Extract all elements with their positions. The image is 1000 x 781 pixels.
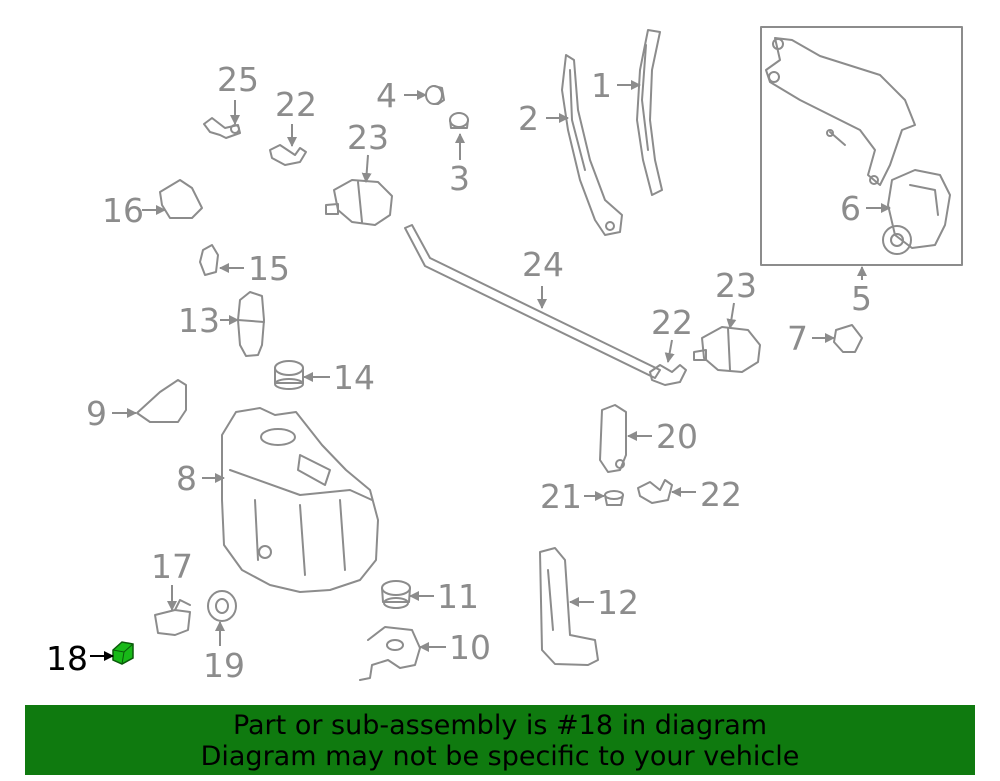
- callout-22-middle: 22: [651, 303, 693, 342]
- leader-22b: [664, 339, 675, 363]
- banner-line-1: Part or sub-assembly is #18 in diagram: [232, 710, 768, 741]
- callout-20: 20: [656, 417, 698, 456]
- part-12-bracket-plate: [539, 547, 599, 666]
- callout-23-left: 23: [347, 118, 389, 157]
- part-13-pump: [237, 291, 265, 357]
- notice-banner: Part or sub-assembly is #18 in diagram D…: [25, 705, 975, 775]
- callout-18-highlighted: 18: [46, 639, 88, 678]
- callout-10: 10: [449, 628, 491, 667]
- part-2-wiper-arm: [561, 54, 623, 236]
- callout-25: 25: [217, 60, 259, 99]
- callout-24: 24: [522, 245, 564, 284]
- part-23-nozzle-left: [325, 179, 393, 226]
- callout-8: 8: [176, 459, 197, 498]
- callout-14: 14: [333, 358, 375, 397]
- callout-16: 16: [102, 191, 144, 230]
- part-10-bracket: [359, 626, 421, 681]
- part-15-sensor: [199, 244, 219, 276]
- callout-4: 4: [376, 76, 397, 115]
- part-8-washer-reservoir: [221, 407, 379, 593]
- callout-12: 12: [597, 583, 639, 622]
- part-22-hose-middle: [649, 364, 687, 386]
- part-6-wiper-motor: [882, 169, 951, 255]
- part-4-nut: [425, 85, 445, 105]
- part-18-highlighted: [112, 641, 134, 665]
- callout-19: 19: [203, 646, 245, 685]
- callout-11: 11: [437, 577, 479, 616]
- callout-7: 7: [787, 319, 808, 358]
- callout-22-lower: 22: [700, 475, 742, 514]
- part-21-plug: [604, 490, 624, 506]
- callout-6: 6: [840, 189, 861, 228]
- callout-2: 2: [518, 99, 539, 138]
- callout-22-upper: 22: [275, 85, 317, 124]
- leader-23a: [361, 154, 372, 183]
- part-5-wiper-linkage-box: [760, 26, 963, 266]
- part-23-nozzle-right: [693, 326, 761, 373]
- part-14-seal: [274, 360, 304, 390]
- callout-1: 1: [591, 66, 612, 105]
- part-22-hose-lower: [637, 479, 673, 504]
- part-9-cover: [136, 379, 187, 423]
- callout-17: 17: [151, 547, 193, 586]
- callout-15: 15: [248, 249, 290, 288]
- leader-23b: [726, 302, 737, 329]
- callout-3: 3: [449, 159, 470, 198]
- part-7-clip: [833, 324, 863, 353]
- part-16-shield: [159, 179, 203, 219]
- callout-23-right: 23: [715, 266, 757, 305]
- part-19-grommet: [207, 590, 237, 622]
- part-1-wiper-blade: [636, 29, 663, 196]
- part-3-cap: [449, 112, 469, 129]
- part-22-hose-upper: [269, 144, 307, 166]
- part-11-grommet: [381, 580, 411, 609]
- callout-5: 5: [851, 279, 872, 318]
- banner-line-2: Diagram may not be specific to your vehi…: [200, 741, 800, 772]
- callout-9: 9: [86, 394, 107, 433]
- part-25-fitting: [203, 117, 241, 139]
- part-24-washer-hose: [404, 224, 661, 379]
- callout-13: 13: [178, 301, 220, 340]
- part-20-washer-pump: [599, 404, 627, 473]
- callout-21: 21: [540, 477, 582, 516]
